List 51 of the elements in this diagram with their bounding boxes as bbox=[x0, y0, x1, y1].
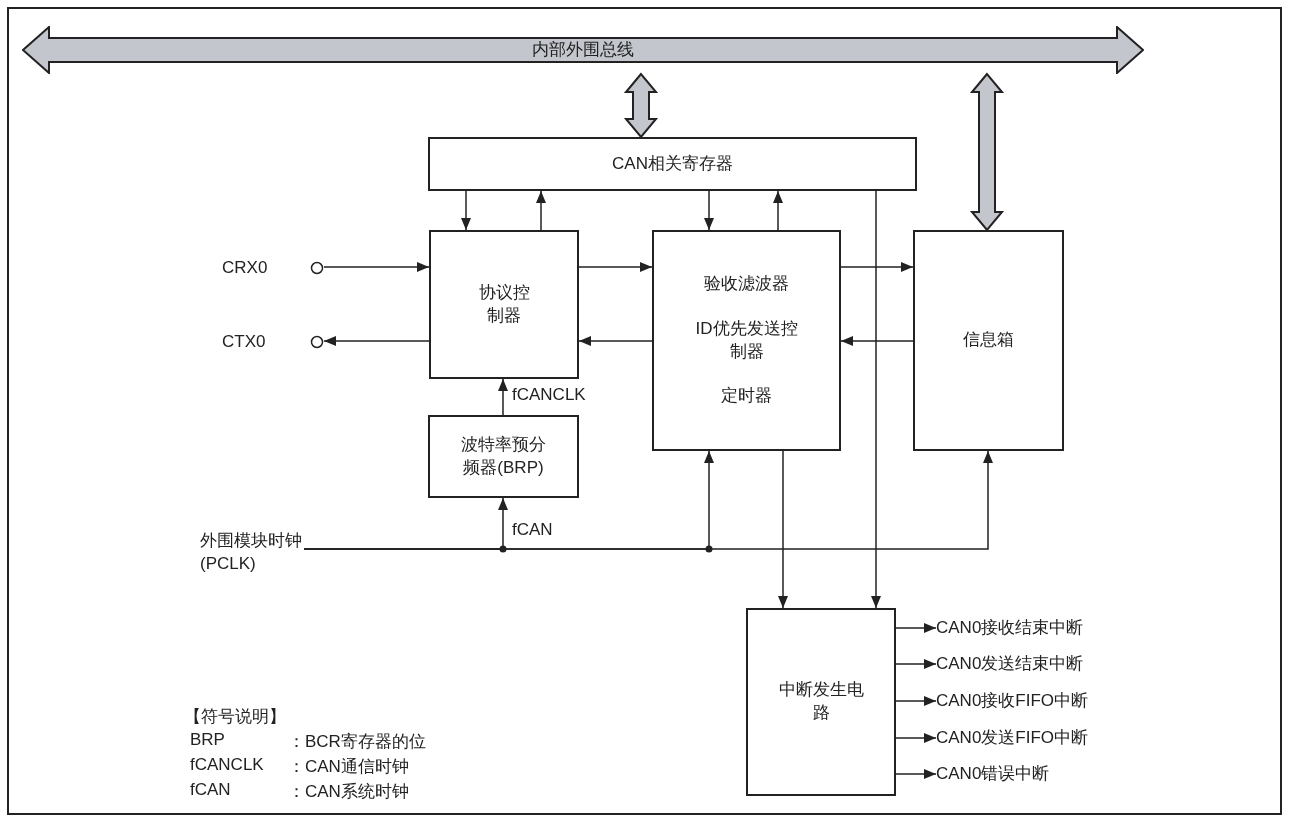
block-label: 中断发生电路 bbox=[777, 679, 865, 724]
signal-label: CAN0发送FIFO中断 bbox=[936, 726, 1089, 749]
signal-label: 外围模块时钟(PCLK) bbox=[200, 530, 303, 575]
bus-arrow bbox=[969, 72, 1005, 232]
block-label: 信息箱 bbox=[963, 329, 1014, 352]
bus-arrow bbox=[623, 72, 659, 139]
block-box bbox=[428, 137, 917, 191]
legend-note: ：BCR寄存器的位 bbox=[288, 731, 426, 753]
legend-note: BRP bbox=[190, 730, 225, 750]
block-box bbox=[429, 230, 579, 379]
legend-note: ：CAN通信时钟 bbox=[288, 756, 409, 778]
signal-label: CAN0错误中断 bbox=[936, 762, 1050, 785]
arrow bbox=[778, 450, 788, 609]
pin-label: CTX0 bbox=[222, 330, 266, 353]
arrow bbox=[840, 336, 914, 346]
signal-label: CAN0接收FIFO中断 bbox=[936, 689, 1089, 712]
arrow bbox=[578, 262, 653, 272]
legend-note: 【符号说明】 bbox=[184, 706, 286, 728]
signal-label: CAN0接收结束中断 bbox=[936, 616, 1084, 639]
arrow bbox=[536, 190, 546, 231]
block-label: 协议控制器 bbox=[477, 281, 531, 327]
arrow bbox=[323, 262, 430, 272]
arrow bbox=[895, 733, 937, 743]
arrow bbox=[461, 190, 471, 231]
arrow bbox=[773, 190, 783, 231]
block-box bbox=[746, 608, 896, 796]
block-label: 波特率预分频器(BRP) bbox=[460, 433, 547, 479]
arrow bbox=[895, 659, 937, 669]
block-label: CAN相关寄存器 bbox=[612, 152, 733, 175]
arrow bbox=[323, 336, 430, 346]
arrow bbox=[895, 696, 937, 706]
arrow bbox=[895, 769, 937, 779]
arrow bbox=[871, 190, 881, 609]
legend-note: ：CAN系统时钟 bbox=[288, 781, 409, 803]
legend-note: fCAN bbox=[190, 780, 231, 800]
bus-label: 内部外围总线 bbox=[532, 38, 634, 61]
block-box bbox=[913, 230, 1064, 451]
block-box bbox=[652, 230, 841, 451]
arrow bbox=[895, 623, 937, 633]
arrow bbox=[840, 262, 914, 272]
block-label: 定时器 bbox=[721, 385, 772, 408]
block-label: 验收滤波器 bbox=[704, 272, 789, 295]
arrow bbox=[498, 378, 508, 416]
arrow bbox=[303, 450, 993, 550]
block-box bbox=[428, 415, 579, 498]
arrow bbox=[704, 190, 714, 231]
signal-label: CAN0发送结束中断 bbox=[936, 652, 1084, 675]
pin-label: CRX0 bbox=[222, 256, 268, 279]
arrow bbox=[578, 336, 653, 346]
legend-note: fCANCLK bbox=[190, 755, 264, 775]
block-label: ID优先发送控制器 bbox=[694, 317, 799, 363]
